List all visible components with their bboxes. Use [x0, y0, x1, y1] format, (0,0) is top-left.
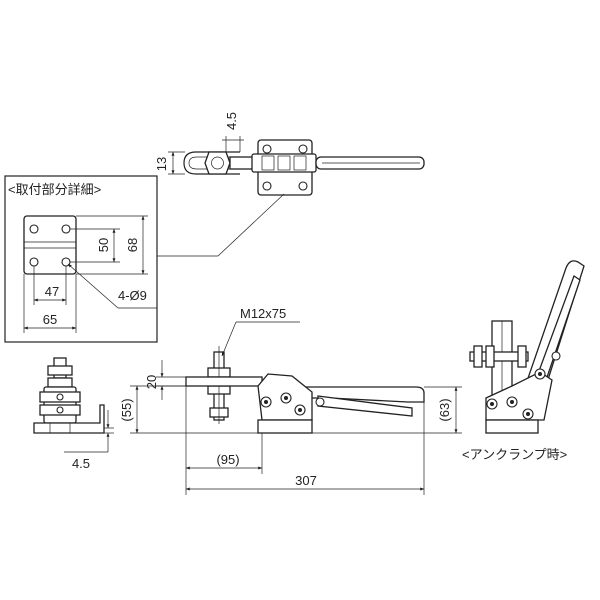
- hex-nut: [204, 151, 231, 175]
- side-dim-63: (63): [437, 398, 452, 421]
- side-dim-55: (55): [119, 398, 134, 421]
- detail-title: <取付部分詳細>: [8, 182, 101, 197]
- unclamped-view: <アンクランプ時>: [462, 260, 585, 462]
- unclamped-title: <アンクランプ時>: [462, 447, 567, 462]
- bolt-loop: [183, 151, 240, 175]
- top-dim-13: 13: [154, 157, 169, 171]
- side-dim-307: 307: [295, 473, 317, 488]
- side-dim-20: 20: [144, 375, 159, 389]
- front-view: 4.5: [33, 357, 114, 471]
- mount-hole-tl: [29, 224, 39, 234]
- front-dim-4-5: 4.5: [72, 456, 90, 471]
- detail-dim-68: 68: [125, 238, 140, 252]
- detail-dim-47: 47: [45, 284, 59, 299]
- side-arm: [185, 376, 263, 387]
- side-base: [257, 419, 313, 434]
- detail-frame: [4, 175, 158, 343]
- side-handle: [299, 386, 425, 403]
- side-dim-95: (95): [216, 452, 239, 467]
- detail-dim-65: 65: [43, 312, 57, 327]
- mount-hole-tr: [61, 224, 71, 234]
- side-view: M12x75 20 (55) (63) (95) 307: [119, 306, 462, 495]
- top-view: 4.5 13: [154, 112, 425, 196]
- unclamped-base: [485, 419, 539, 434]
- side-thread-label: M12x75: [240, 306, 286, 321]
- top-dim-4-5: 4.5: [224, 112, 239, 130]
- detail-dim-50: 50: [96, 238, 111, 252]
- mounting-detail: <取付部分詳細> 50 68 47 65 4-Ø9: [4, 175, 285, 343]
- detail-hole-callout: 4-Ø9: [118, 288, 147, 303]
- front-base: [33, 404, 105, 434]
- mount-hole-bl: [29, 257, 39, 267]
